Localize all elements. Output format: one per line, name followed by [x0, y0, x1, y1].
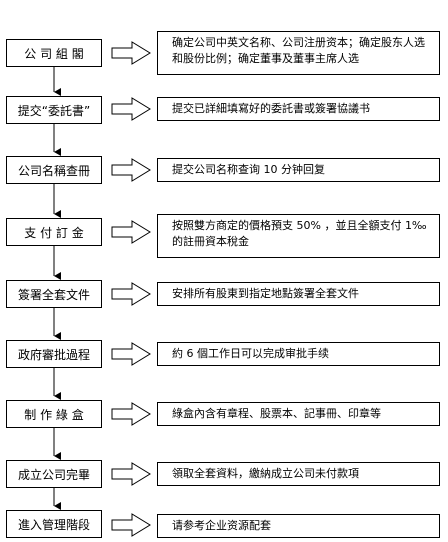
right-arrow-2 — [111, 97, 151, 121]
right-arrow-5 — [111, 282, 151, 306]
desc-sign-documents: 安排所有股東到指定地點簽署全套文件 — [157, 282, 440, 306]
desc-government-approval: 約 6 個工作日可以完成审批手续 — [157, 342, 440, 366]
right-arrow-6 — [111, 342, 151, 366]
step-company-formation: 公 司 組 閣 — [6, 39, 102, 67]
right-arrow-1 — [111, 41, 151, 65]
right-arrow-7 — [111, 402, 151, 426]
desc-company-established: 領取全套資料，繳納成立公司未付款項 — [157, 462, 440, 486]
desc-name-search: 提交公司名称查询 10 分钟回复 — [157, 158, 440, 182]
right-arrow-4 — [111, 220, 151, 244]
step-submit-authorization: 提交“委託書” — [6, 96, 102, 124]
right-arrow-8 — [111, 462, 151, 486]
step-make-green-box: 制 作 綠 盒 — [6, 400, 102, 428]
desc-management-stage: 请参考企业资源配套 — [157, 514, 440, 538]
step-government-approval: 政府審批過程 — [6, 340, 102, 368]
desc-submit-authorization: 提交已詳細填寫好的委託書或簽署協議书 — [157, 97, 440, 121]
step-sign-documents: 簽署全套文件 — [6, 280, 102, 308]
desc-pay-deposit: 按照雙方商定的價格預支 50% ，並且全額支付 1‰的註冊資本稅金 — [157, 214, 440, 258]
right-arrow-3 — [111, 158, 151, 182]
step-name-search: 公司名稱查冊 — [6, 156, 102, 184]
step-pay-deposit: 支 付 訂 金 — [6, 218, 102, 246]
step-management-stage: 進入管理階段 — [6, 510, 102, 538]
desc-make-green-box: 綠盒內含有章程、股票本、記事冊、印章等 — [157, 402, 440, 426]
right-arrow-9 — [111, 513, 151, 537]
step-company-established: 成立公司完畢 — [6, 460, 102, 488]
desc-company-formation: 确定公司中英文名称、公司注册资本；确定股东人选和股份比例；确定董事及董事主席人选 — [157, 31, 440, 75]
